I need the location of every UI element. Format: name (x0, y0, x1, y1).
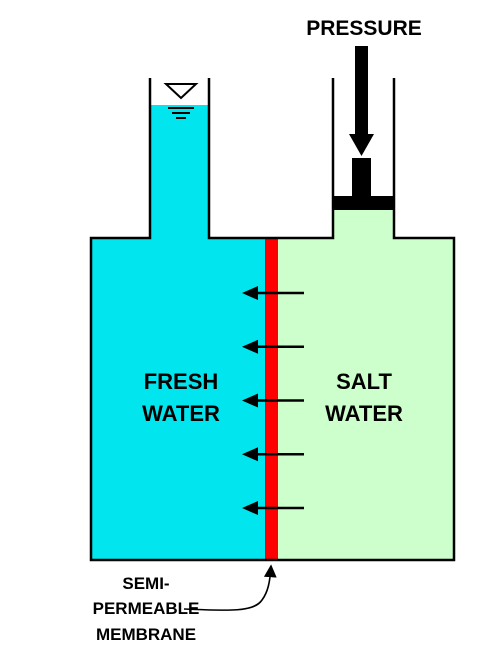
flow-arrow (242, 393, 304, 408)
semi-permeable-membrane (265, 238, 278, 560)
pressure-label: PRESSURE (306, 17, 422, 40)
flow-arrow (242, 339, 304, 354)
fresh-water-region (91, 105, 267, 560)
salt-water-label-line1: SALT (336, 369, 392, 394)
membrane-pointer-arrow (183, 564, 277, 612)
pressure-arrow (349, 46, 374, 156)
membrane-label-line2: PERMEABLE (93, 599, 200, 618)
fresh-water-label-line2: WATER (142, 401, 220, 426)
flow-arrow (242, 501, 304, 515)
membrane-label-line3: MEMBRANE (96, 625, 196, 644)
water-level-icon (163, 83, 199, 119)
fresh-water-tube-fill (150, 105, 209, 239)
piston-rod (352, 158, 371, 196)
piston (333, 158, 394, 210)
membrane-label-line1: SEMI- (122, 574, 169, 593)
flow-arrow (242, 286, 304, 300)
salt-water-region (276, 210, 454, 560)
flow-arrows (242, 286, 304, 515)
fresh-water-fill (91, 238, 267, 560)
piston-head (333, 196, 394, 210)
salt-water-fill (276, 238, 454, 560)
flow-arrow (242, 447, 304, 462)
container-outline (89, 78, 456, 562)
salt-water-neck-fill (333, 210, 394, 239)
fresh-water-label-line1: FRESH (144, 369, 219, 394)
salt-water-label-line2: WATER (325, 401, 403, 426)
